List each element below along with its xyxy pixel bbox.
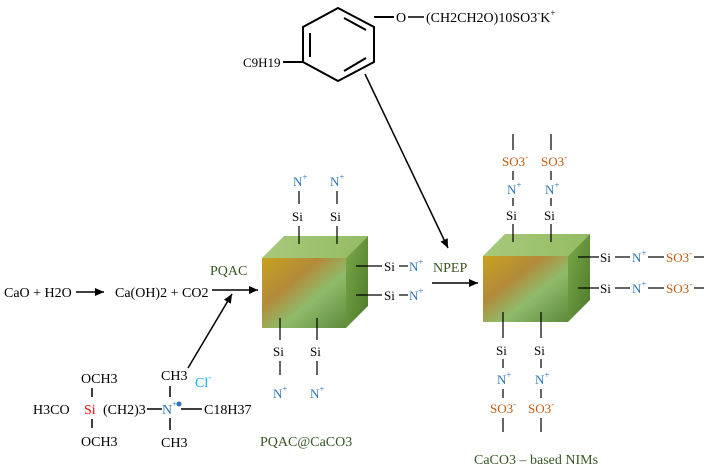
cube2-front	[483, 256, 568, 322]
n-plus: N+	[409, 286, 423, 303]
cube1-front	[262, 258, 346, 328]
so3-minus: SO3-	[502, 152, 528, 169]
si: Si	[384, 259, 395, 274]
chloride-ion: Cl-	[195, 372, 211, 391]
c18h37-label: C18H37	[204, 403, 251, 418]
npep-arrow	[364, 73, 449, 249]
npep-structure: C9H19 O (CH2CH2O)10SO3-K+	[243, 6, 555, 83]
cube1-side	[346, 236, 368, 328]
si: Si	[384, 288, 395, 303]
pqac-label: PQAC	[210, 264, 247, 279]
n-plus: N+	[632, 279, 646, 296]
npep-label: NPEP	[433, 261, 467, 276]
si: Si	[544, 208, 555, 223]
pqac-caco3-particle	[262, 236, 368, 328]
si: Si	[600, 281, 611, 296]
so3-minus: SO3-	[666, 248, 692, 265]
peg-sulfonate-chain-label: (CH2CH2O)10SO3-K+	[426, 8, 555, 26]
si: Si	[273, 344, 284, 359]
n-plus: N+	[293, 172, 307, 189]
n-plus: N+	[330, 172, 344, 189]
si: Si	[506, 208, 517, 223]
propyl-chain: (CH2)3	[103, 403, 146, 418]
ch3-bottom: CH3	[161, 436, 187, 451]
benzene-ring	[302, 6, 375, 83]
n-plus: N+	[409, 257, 423, 274]
och3-top: OCH3	[81, 372, 118, 387]
cube1-bottom-groups: Si N+ Si N+	[273, 318, 324, 401]
si: Si	[534, 343, 545, 358]
n-plus: N+	[632, 248, 646, 265]
h3co-label: H3CO	[33, 403, 70, 418]
cube1-right-groups: Si N+ Si N+	[356, 257, 423, 303]
n-plus: N+	[273, 384, 287, 401]
si: Si	[600, 250, 611, 265]
reactant-cao-h2o: CaO + H2O	[4, 286, 72, 301]
pqac-arrow	[187, 293, 233, 369]
cube2-top-groups: SO3- N+ Si SO3- N+ Si	[502, 134, 567, 242]
ammonium-n: N+	[162, 399, 177, 418]
nims-particle	[483, 234, 590, 322]
ch3-top: CH3	[161, 369, 187, 384]
alkyl-chain-label: C9H19	[243, 55, 281, 70]
cube1-top	[262, 236, 368, 258]
so3-minus: SO3-	[541, 152, 567, 169]
si: Si	[496, 343, 507, 358]
pqac-structure: OCH3 H3CO Si (CH2)3 N+ CH3 CH3 C18H37 Cl…	[33, 369, 251, 451]
silicon-center: Si	[84, 403, 96, 418]
nims-label: CaCO3 – based NIMs	[474, 453, 598, 468]
si: Si	[292, 209, 303, 224]
och3-bottom: OCH3	[81, 435, 118, 450]
n-plus: N+	[310, 384, 324, 401]
cube2-right-groups: Si N+ SO3- Si N+ SO3-	[578, 248, 704, 296]
n-plus: N+	[497, 370, 511, 387]
si: Si	[310, 344, 321, 359]
cube2-bottom-groups: Si N+ SO3- Si N+ SO3-	[490, 312, 554, 432]
pqac-caco3-label: PQAC@CaCO3	[260, 435, 352, 450]
si: Si	[330, 209, 341, 224]
n-plus: N+	[545, 180, 559, 197]
ether-oxygen-label: O	[396, 11, 406, 26]
cube2-side	[568, 234, 590, 322]
so3-minus: SO3-	[528, 399, 554, 416]
so3-minus: SO3-	[490, 399, 516, 416]
so3-minus: SO3-	[666, 279, 692, 296]
cube1-top-groups: N+ Si N+ Si	[292, 172, 344, 244]
n-plus: N+	[507, 180, 521, 197]
n-plus: N+	[535, 370, 549, 387]
cube2-top	[483, 234, 590, 256]
product-caoh2-co2: Ca(OH)2 + CO2	[115, 286, 208, 301]
